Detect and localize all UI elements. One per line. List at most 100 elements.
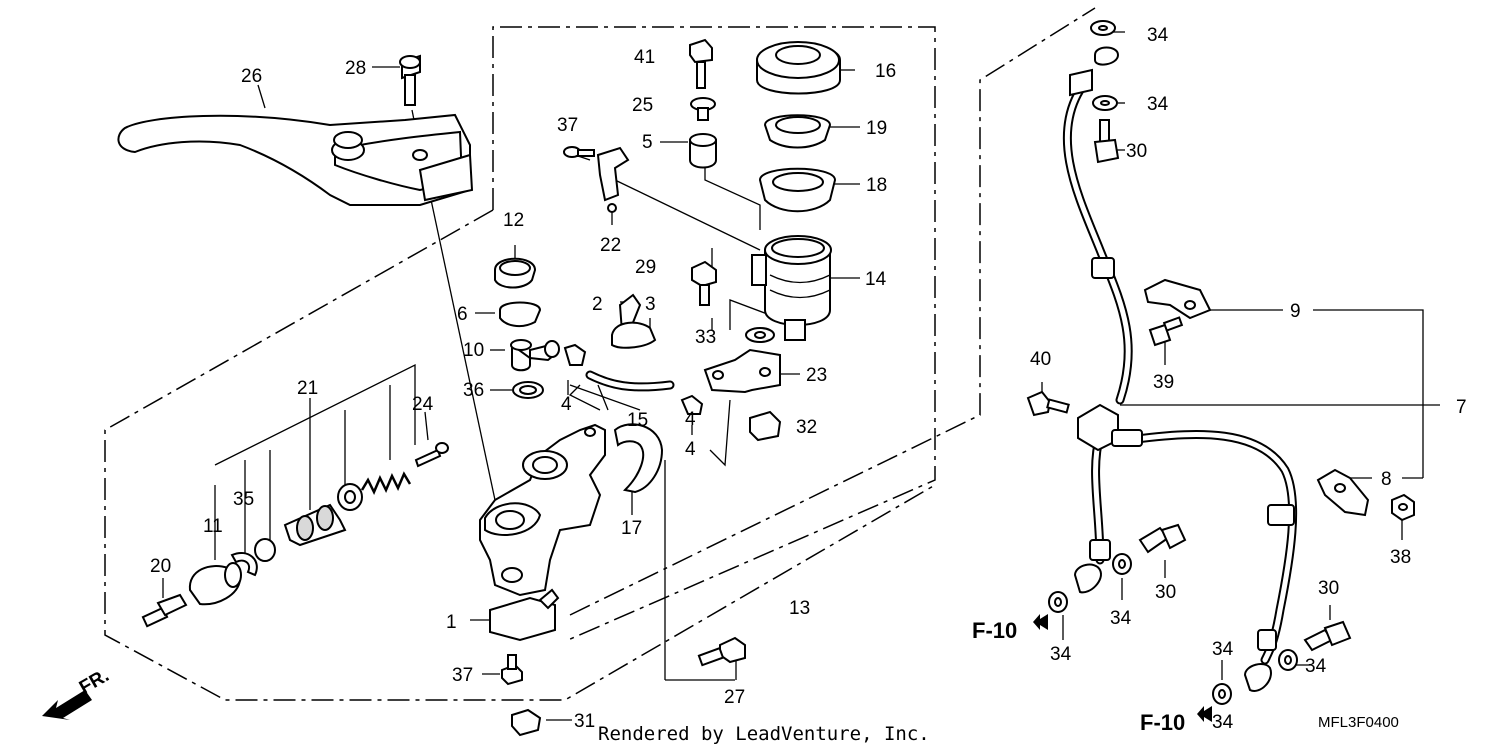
callout-34: 34	[1147, 94, 1169, 115]
callout-13: 13	[789, 598, 810, 619]
o-ring-36-part	[512, 381, 544, 399]
bolt-39-part	[1148, 316, 1184, 347]
assembly-outline-master-cylinder	[492, 26, 936, 641]
circlip-35-part	[230, 552, 258, 577]
callout-12: 12	[503, 210, 524, 231]
callout-34: 34	[1147, 25, 1169, 46]
callout-24: 24	[412, 394, 434, 415]
bolt-30-top-part	[1093, 119, 1120, 164]
brake-hose-assembly-part	[1062, 46, 1298, 692]
washer-34-lower-right-part	[1278, 649, 1298, 671]
callout-37: 37	[452, 665, 473, 686]
callout-16: 16	[875, 61, 896, 82]
reference-label-left: F-10	[972, 618, 1017, 643]
bolt-40-part	[1026, 390, 1070, 417]
cap-12-part	[494, 257, 537, 289]
assembly-outline-hose	[569, 7, 1096, 616]
screw-31-part	[511, 708, 542, 737]
callout-28: 28	[345, 58, 366, 79]
nut-38-part	[1391, 493, 1415, 522]
stay-23-part	[703, 348, 781, 394]
pivot-bolt-part	[399, 54, 421, 106]
clamp-9-part	[1143, 278, 1212, 320]
callout-25: 25	[632, 95, 653, 116]
joint-10-part	[510, 339, 560, 372]
callout-34: 34	[1110, 608, 1132, 629]
callout-30: 30	[1318, 578, 1339, 599]
clip-6-part	[499, 301, 542, 328]
reference-arrow-left-icon	[1033, 614, 1048, 630]
cup-part	[337, 483, 363, 511]
callout-27: 27	[724, 687, 745, 708]
callout-11: 11	[203, 516, 223, 537]
callout-34: 34	[1050, 644, 1072, 665]
callout-2: 2	[592, 294, 603, 315]
callout-4: 4	[685, 409, 696, 430]
front-arrow-icon	[42, 690, 92, 720]
callout-32: 32	[796, 417, 817, 438]
callout-1: 1	[446, 612, 457, 633]
callout-19: 19	[866, 118, 887, 139]
callout-14: 14	[865, 269, 887, 290]
washer-34-second-part	[1092, 95, 1118, 111]
callout-26: 26	[241, 66, 262, 87]
screw-37-lower-part	[501, 654, 523, 686]
master-cylinder-body-part	[479, 423, 606, 597]
washer-25-part	[690, 97, 716, 121]
callout-4: 4	[561, 394, 572, 415]
grommet-5-part	[689, 133, 717, 169]
screw-24-part	[414, 442, 449, 468]
diagram-code: MFL3F0400	[1318, 714, 1399, 731]
piston-21-part	[283, 503, 347, 547]
callout-29: 29	[635, 257, 656, 278]
switch-1-part	[489, 588, 560, 642]
washer-34-left-part	[1048, 591, 1068, 613]
diaphragm-part	[758, 167, 837, 213]
bleeder-cap-3-part	[611, 321, 657, 349]
brake-lever-part	[117, 113, 474, 206]
callout-36: 36	[463, 380, 484, 401]
spring-part	[360, 471, 412, 495]
bolt-29-part	[691, 260, 717, 306]
push-rod-20-part	[141, 593, 188, 628]
washer-spacer-part	[254, 538, 276, 562]
bolt-27-part	[697, 636, 746, 667]
credit-text: Rendered by LeadVenture, Inc.	[598, 723, 930, 745]
callout-30: 30	[1155, 582, 1176, 603]
callout-38: 38	[1390, 547, 1411, 568]
callout-17: 17	[621, 518, 642, 539]
callout-21: 21	[297, 378, 318, 399]
washer-33-part	[745, 327, 775, 343]
bracket-22-part	[596, 146, 630, 213]
callout-8: 8	[1381, 469, 1392, 490]
washer-34-middle-part	[1112, 553, 1132, 575]
screw-37-upper-part	[563, 146, 595, 158]
reference-arrow-right-icon	[1197, 706, 1212, 722]
diaphragm-plate-part	[763, 114, 832, 149]
callout-15: 15	[627, 410, 648, 431]
bolt-30-middle-part	[1138, 523, 1187, 554]
callout-31: 31	[574, 711, 595, 732]
callout-10: 10	[463, 340, 484, 361]
callout-20: 20	[150, 556, 171, 577]
reference-label-right: F-10	[1140, 710, 1185, 735]
reservoir-cap-part	[756, 41, 841, 95]
callout-34: 34	[1212, 712, 1234, 733]
callout-34: 34	[1305, 656, 1327, 677]
clamp-8-part	[1316, 468, 1370, 517]
callout-39: 39	[1153, 372, 1174, 393]
washer-34-bottom-part	[1212, 683, 1232, 705]
callout-34: 34	[1212, 639, 1234, 660]
callout-5: 5	[642, 132, 653, 153]
hose-15-part	[585, 370, 675, 392]
callout-18: 18	[866, 175, 887, 196]
assembly-outline-lower	[104, 209, 936, 701]
callout-22: 22	[600, 235, 621, 256]
callout-3: 3	[645, 294, 656, 315]
callout-41: 41	[634, 47, 655, 68]
reservoir-part	[751, 235, 832, 341]
callout-30: 30	[1126, 141, 1147, 162]
callout-37: 37	[557, 115, 578, 136]
washer-34-top-part	[1090, 20, 1116, 36]
callout-40: 40	[1030, 349, 1051, 370]
